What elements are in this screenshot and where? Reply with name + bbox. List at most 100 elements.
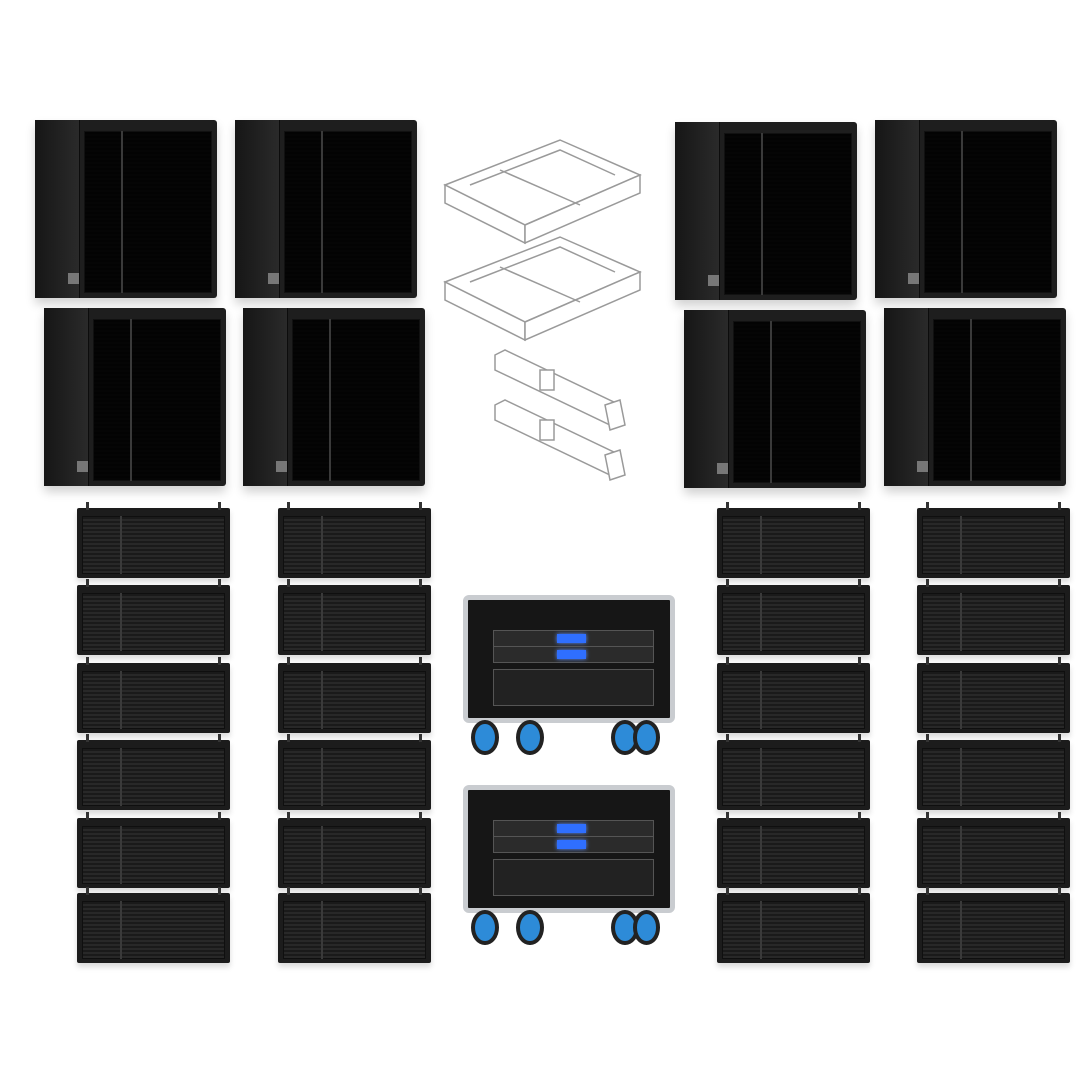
amplifier-rack-case (463, 785, 675, 945)
fly-frame (443, 139, 642, 245)
rigging-pin (926, 502, 930, 510)
brand-logo (707, 275, 719, 286)
rigging-pin (287, 887, 291, 895)
grille-seam (119, 748, 122, 806)
line-array-module (717, 502, 870, 578)
power-amplifier (492, 836, 654, 853)
speaker-grille (721, 671, 866, 729)
brand-logo (67, 273, 79, 284)
rigging-pin (86, 734, 90, 742)
grille-seam (759, 516, 762, 574)
speaker-side-panel (44, 308, 89, 486)
rigging-pin (418, 734, 422, 742)
speaker-grille (921, 901, 1066, 959)
caster-wheel (632, 719, 661, 755)
brand-logo (907, 273, 919, 284)
amp-display (557, 634, 586, 643)
grille-seam (759, 901, 762, 959)
rigging-pin (86, 502, 90, 510)
grille-seam (320, 901, 323, 959)
brand-logo (267, 273, 279, 284)
grille-seam (320, 593, 323, 651)
brand-logo (716, 463, 728, 474)
speaker-grille (282, 593, 427, 651)
rigging-pin (287, 502, 291, 510)
rigging-pin (857, 579, 861, 587)
rigging-pin (86, 657, 90, 665)
brand-logo (275, 461, 287, 472)
speaker-grille (921, 671, 1066, 729)
line-array-module (717, 887, 870, 963)
grille-seam (959, 671, 962, 729)
rigging-pin (418, 657, 422, 665)
amplifier-rack-case (463, 595, 675, 755)
speaker-side-panel (35, 120, 80, 298)
grille-seam (759, 826, 762, 884)
grille-seam (760, 132, 763, 295)
line-array-module (278, 734, 431, 810)
rigging-pin (418, 812, 422, 820)
rigging-bar (494, 349, 626, 431)
rigging-pin (217, 657, 221, 665)
rigging-pin (86, 579, 90, 587)
subwoofer-speaker (235, 120, 417, 298)
rigging-pin (287, 812, 291, 820)
fly-frame (443, 236, 642, 342)
rigging-pin (418, 502, 422, 510)
speaker-grille (721, 826, 866, 884)
grille-seam (328, 318, 331, 481)
grille-seam (120, 130, 123, 293)
caster-wheel (471, 909, 500, 945)
rigging-pin (926, 887, 930, 895)
line-array-module (917, 812, 1070, 888)
grille-seam (320, 671, 323, 729)
line-array-module (917, 887, 1070, 963)
grille-seam (959, 516, 962, 574)
speaker-grille (733, 320, 861, 483)
speaker-grille (81, 516, 226, 574)
rigging-pin (726, 734, 730, 742)
speaker-grille (81, 593, 226, 651)
caster-wheel (516, 909, 544, 945)
line-array-module (77, 579, 230, 655)
rigging-bar (494, 399, 626, 481)
rigging-pin (857, 887, 861, 895)
power-amplifier (492, 630, 654, 647)
speaker-grille (921, 748, 1066, 806)
line-array-module (278, 579, 431, 655)
line-array-module (717, 812, 870, 888)
speaker-grille (721, 593, 866, 651)
amp-display (557, 840, 586, 849)
rigging-pin (926, 812, 930, 820)
subwoofer-speaker (44, 308, 226, 486)
speaker-grille (282, 826, 427, 884)
speaker-grille (282, 748, 427, 806)
subwoofer-speaker (684, 310, 866, 488)
subwoofer-speaker (884, 308, 1066, 486)
caster-wheel (471, 719, 500, 755)
brand-logo (76, 461, 88, 472)
grille-seam (759, 671, 762, 729)
rigging-pin (217, 502, 221, 510)
subwoofer-speaker (875, 120, 1057, 298)
speaker-grille (93, 318, 221, 481)
rigging-pin (86, 887, 90, 895)
line-array-module (77, 812, 230, 888)
rigging-pin (1057, 812, 1061, 820)
speaker-grille (721, 901, 866, 959)
grille-seam (119, 516, 122, 574)
grille-seam (129, 318, 132, 481)
rigging-pin (726, 887, 730, 895)
line-array-module (917, 734, 1070, 810)
grille-seam (320, 826, 323, 884)
power-amplifier (492, 820, 654, 837)
rigging-pin (1057, 734, 1061, 742)
grille-seam (969, 318, 972, 481)
speaker-grille (721, 516, 866, 574)
grille-seam (959, 901, 962, 959)
speaker-grille (84, 130, 212, 293)
rigging-pin (1057, 502, 1061, 510)
rigging-pin (287, 579, 291, 587)
rigging-pin (217, 887, 221, 895)
rigging-pin (857, 734, 861, 742)
